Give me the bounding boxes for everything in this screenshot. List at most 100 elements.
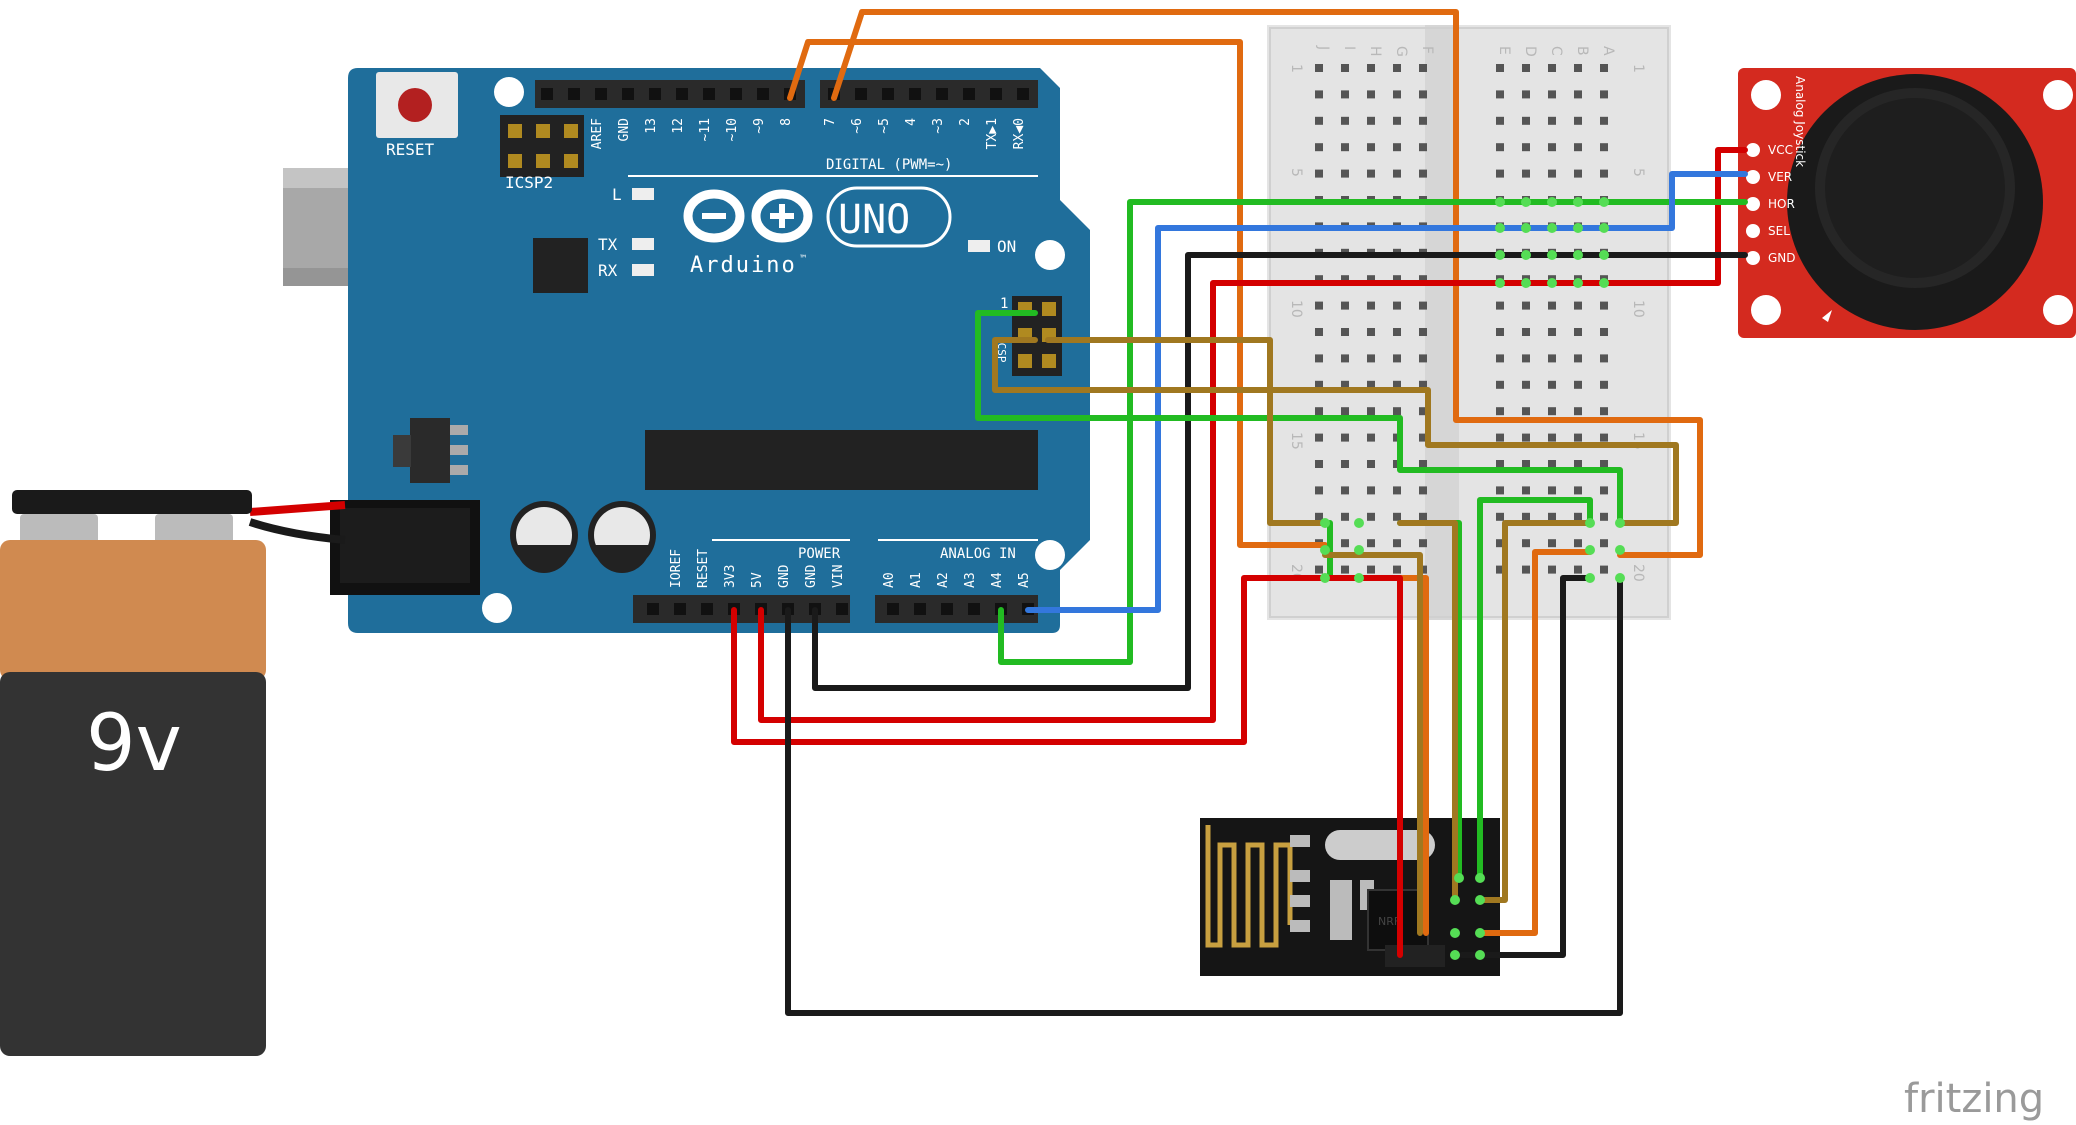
bb-hole [1367,143,1375,152]
bb-hole [1367,116,1375,125]
bb-hole [1315,169,1323,178]
wire-end [1495,223,1505,233]
wire-end [1573,223,1583,233]
wire [831,9,1703,558]
joystick-pin-label: HOR [1768,197,1795,211]
wire-ends [1320,197,1625,960]
bb-hole [1341,64,1349,72]
bottom-pins [647,603,1034,615]
bb-hole [1341,486,1349,495]
bb-hole [1600,116,1608,125]
bb-hole [1548,64,1556,72]
bb-col-label: E [1496,46,1512,55]
pin-label: ~9 [752,118,767,134]
pin-label: A0 [882,572,897,588]
pin-label: ~11 [698,118,713,141]
wire [1477,549,1593,936]
wires [731,9,1748,1016]
wire-end [1495,278,1505,288]
wire [1459,575,1593,958]
battery-9v: 9v [0,490,346,1056]
pin-label: 8 [779,118,794,126]
wire [1322,575,1403,958]
bb-hole [1367,354,1375,363]
wire-end [1320,545,1330,555]
bb-hole [1574,328,1582,336]
bb-hole [1496,328,1504,336]
wire-end [1585,573,1595,583]
arduino-logo [683,189,813,243]
wire [785,575,1623,1016]
pin-label: 12 [671,118,686,134]
bb-hole [1393,380,1401,389]
uno-text: UNO [838,197,910,243]
bb-row-label: 10 [1630,300,1646,318]
pin-label: A5 [1017,572,1032,588]
joystick-pin-labels: VCC VER HOR SEL GND [1768,143,1796,265]
wire [975,310,1623,526]
power-pin-labels: IOREF RESET 3V3 5V GND GND VIN [669,549,846,588]
wire-end [1475,950,1485,960]
bb-hole [1315,407,1323,416]
wire-end [1599,223,1609,233]
header-pin [914,603,926,615]
bb-hole [1496,565,1504,574]
bb-hole [1548,460,1556,468]
wire-end [1475,873,1485,883]
bb-hole [1600,512,1608,521]
pin-label: VIN [831,565,846,588]
atmega-chip [645,430,1038,490]
header-pin [647,603,659,615]
bb-hole [1574,512,1582,521]
bb-hole [1367,64,1375,72]
bb-hole [1341,116,1349,125]
bb-hole [1393,354,1401,363]
bb-hole [1393,169,1401,178]
bb-hole [1367,328,1375,336]
bb-hole [1496,486,1504,495]
bb-hole [1548,433,1556,442]
bb-hole [1496,539,1504,548]
wire-end [1495,197,1505,207]
bb-hole [1419,486,1427,495]
bb-hole [1315,301,1323,310]
wire-end [1573,250,1583,260]
bb-hole [1393,116,1401,125]
pin-label: A3 [963,572,978,588]
bb-hole [1341,328,1349,336]
bb-row-label: 5 [1288,168,1304,177]
bb-hole [1548,354,1556,363]
wire-end [1585,545,1595,555]
bb-col-label: A [1600,46,1616,56]
bb-hole [1496,169,1504,178]
pin-label: ~3 [931,118,946,134]
bb-hole [1574,486,1582,495]
bb-hole [1341,407,1349,416]
header-pin [730,88,742,100]
wire-end [1450,950,1460,960]
bb-hole [1341,460,1349,468]
header-pin [836,603,848,615]
wire-end [1521,197,1531,207]
header-pin [595,88,607,100]
bb-row-label: 1 [1630,64,1646,73]
bb-hole [1419,275,1427,284]
header-pin [882,88,894,100]
pin-label: 5V [750,572,765,588]
bb-hole [1367,433,1375,442]
wire [998,199,1748,665]
bb-hole [1548,90,1556,99]
battery-top [0,540,266,680]
wire-end [1320,518,1330,528]
bb-hole [1522,354,1530,363]
wire [1397,520,1458,903]
header-pin [855,88,867,100]
wire-end [1521,223,1531,233]
bb-col-label: F [1419,46,1435,54]
bb-hole [1548,380,1556,389]
capacitor [510,501,578,573]
bb-hole [1522,169,1530,178]
wire-end [1521,250,1531,260]
bb-hole [1315,64,1323,72]
wire [1045,337,1328,526]
